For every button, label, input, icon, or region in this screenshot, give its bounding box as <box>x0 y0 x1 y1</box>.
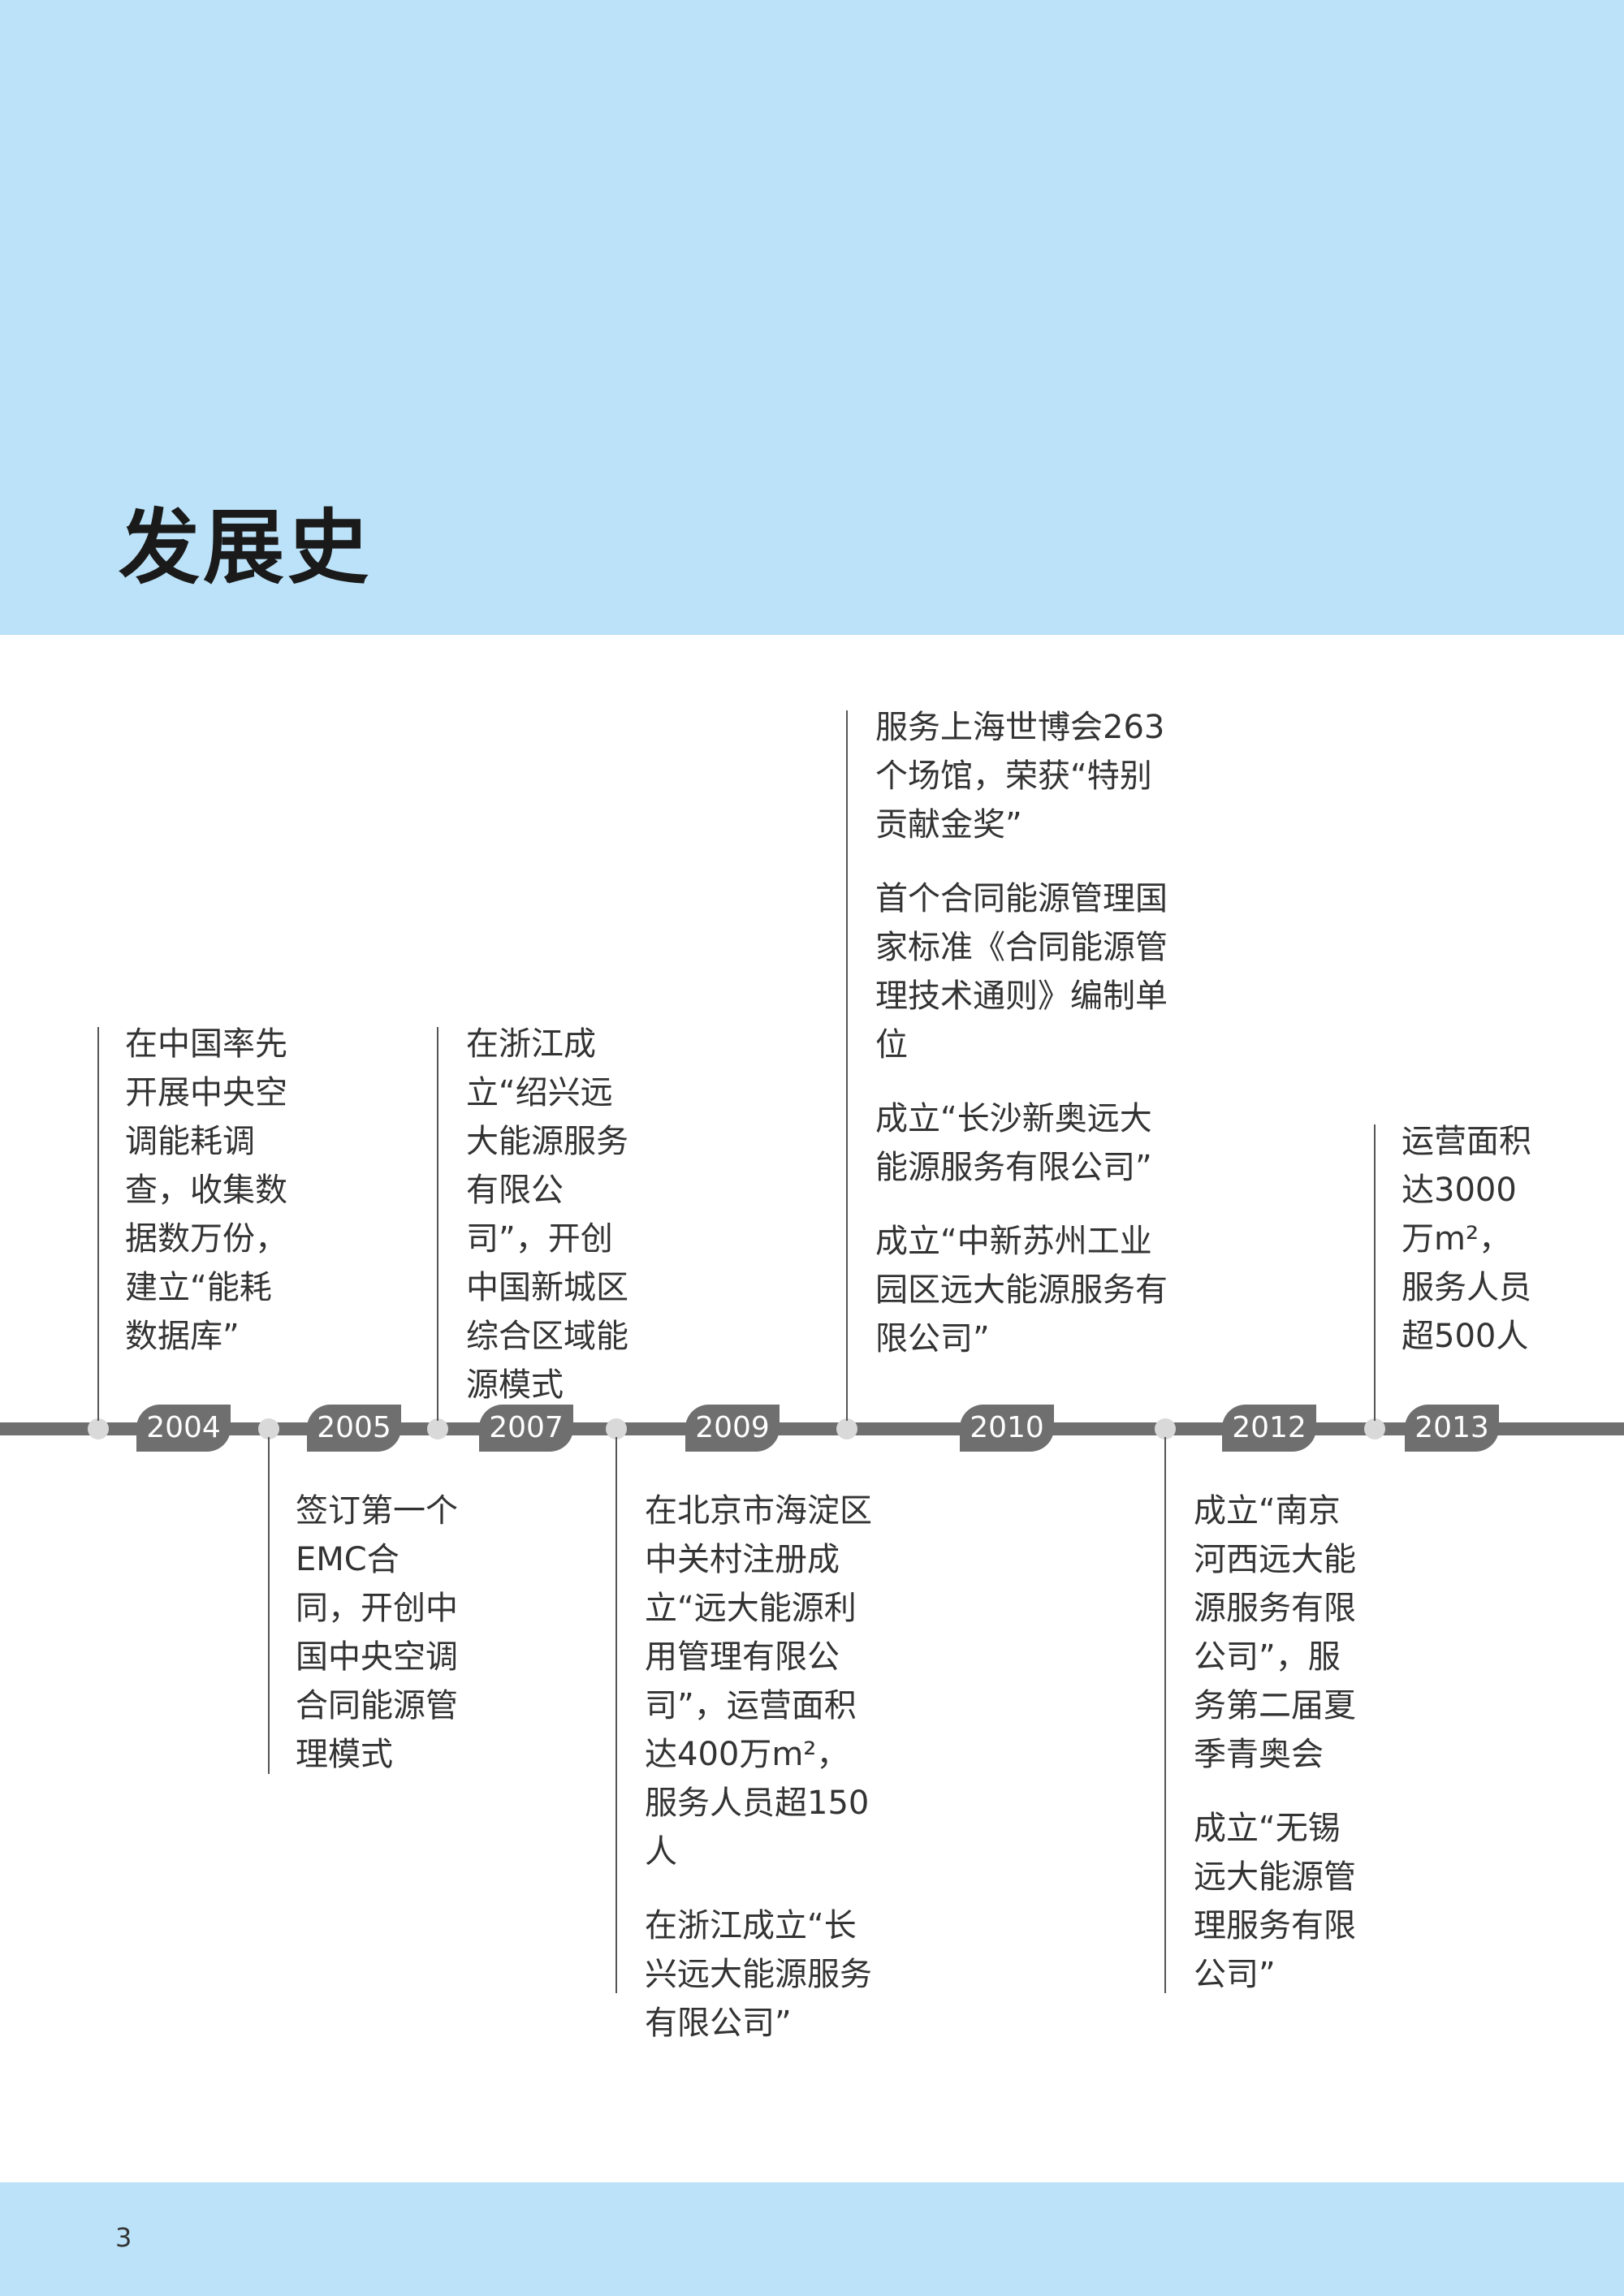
connector-line-2004 <box>97 1027 99 1421</box>
timeline-node-2009 <box>606 1418 627 1439</box>
event-text: 成立“中新苏州工业园区远大能源服务有限公司” <box>875 1223 1168 1357</box>
year-label-2012: 2012 <box>1222 1405 1316 1452</box>
event-text: 服务上海世博会263个场馆，荣获“特别贡献金奖” <box>875 709 1165 844</box>
event-text: 成立“长沙新奥远大能源服务有限公司” <box>875 1100 1152 1186</box>
connector-line-2010 <box>846 710 848 1421</box>
year-label-2009: 2009 <box>685 1405 780 1452</box>
event-block-2012: 成立“南京河西远大能源服务有限公司”，服务第二届夏季青奥会 成立“无锡远大能源管… <box>1194 1487 1372 1999</box>
timeline-node-2004 <box>88 1418 109 1439</box>
timeline-bar <box>0 1422 1624 1435</box>
event-text: 成立“无锡远大能源管理服务有限公司” <box>1194 1810 1356 1993</box>
footer-band <box>0 2182 1624 2296</box>
timeline-node-2012 <box>1155 1418 1176 1439</box>
event-block-2005: 签订第一个EMC合同，开创中国中央空调合同能源管理模式 <box>296 1487 458 1779</box>
event-text: 在北京市海淀区中关村注册成立“远大能源利用管理有限公司”，运营面积达400万m²… <box>645 1492 872 1871</box>
event-text: 在浙江成立“绍兴远大能源服务有限公司”，开创中国新城区综合区域能源模式 <box>466 1025 628 1404</box>
connector-line-2007 <box>437 1027 438 1421</box>
year-label-2005: 2005 <box>307 1405 401 1452</box>
year-label-2004: 2004 <box>136 1405 231 1452</box>
connector-line-2009 <box>615 1437 617 1993</box>
connector-line-2005 <box>268 1437 270 1774</box>
timeline-node-2013 <box>1364 1418 1385 1439</box>
event-text: 签订第一个EMC合同，开创中国中央空调合同能源管理模式 <box>296 1492 458 1773</box>
timeline-node-2005 <box>258 1418 279 1439</box>
connector-line-2012 <box>1164 1437 1166 1993</box>
event-text: 成立“南京河西远大能源服务有限公司”，服务第二届夏季青奥会 <box>1194 1492 1356 1773</box>
event-text: 运营面积达3000万m²，服务人员超500人 <box>1402 1123 1531 1355</box>
page-title: 发展史 <box>119 500 372 595</box>
year-label-2013: 2013 <box>1405 1405 1499 1452</box>
event-block-2004: 在中国率先开展中央空调能耗调查，收集数据数万份，建立“能耗数据库” <box>125 1020 287 1361</box>
event-block-2007: 在浙江成立“绍兴远大能源服务有限公司”，开创中国新城区综合区域能源模式 <box>466 1020 637 1409</box>
event-block-2009: 在北京市海淀区中关村注册成立“远大能源利用管理有限公司”，运营面积达400万m²… <box>645 1487 880 2048</box>
year-label-2007: 2007 <box>479 1405 573 1452</box>
page-number: 3 <box>115 2222 132 2253</box>
event-text: 在中国率先开展中央空调能耗调查，收集数据数万份，建立“能耗数据库” <box>125 1025 287 1355</box>
timeline-node-2010 <box>836 1418 857 1439</box>
event-text: 在浙江成立“长兴远大能源服务有限公司” <box>645 1907 872 2042</box>
event-block-2013: 运营面积达3000万m²，服务人员超500人 <box>1402 1117 1540 1361</box>
timeline-node-2007 <box>427 1418 448 1439</box>
header-band <box>0 0 1624 635</box>
year-label-2010: 2010 <box>960 1405 1054 1452</box>
event-block-2010: 服务上海世博会263个场馆，荣获“特别贡献金奖” 首个合同能源管理国家标准《合同… <box>875 703 1172 1363</box>
connector-line-2013 <box>1374 1124 1376 1421</box>
event-text: 首个合同能源管理国家标准《合同能源管理技术通则》编制单位 <box>875 880 1168 1064</box>
